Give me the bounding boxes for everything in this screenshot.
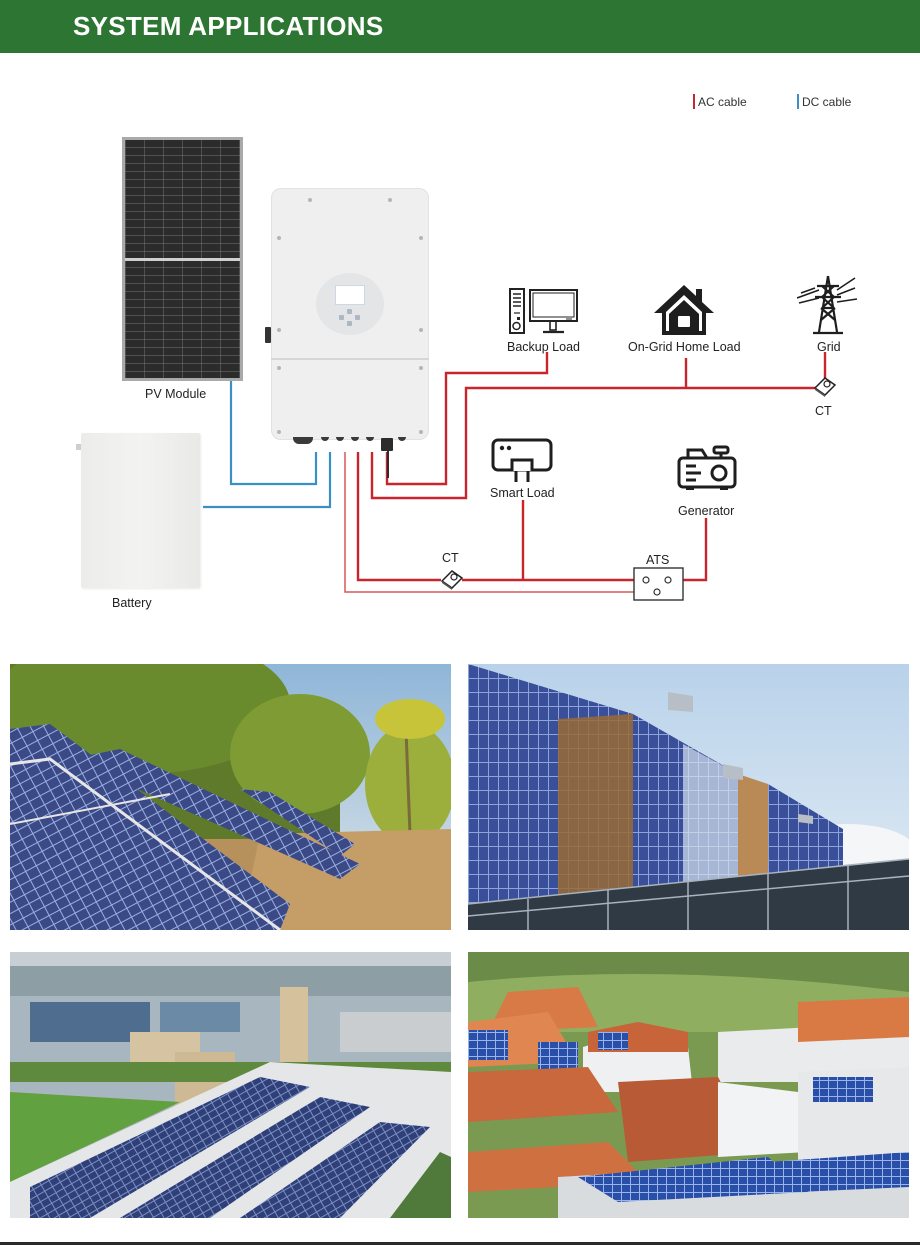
battery-label: Battery [112, 596, 152, 610]
grid-label: Grid [817, 340, 841, 354]
power-pylon-icon [797, 275, 858, 335]
pv-module-label: PV Module [145, 387, 207, 401]
current-transformer-icon [813, 377, 837, 397]
on-grid-home-load-label: On-Grid Home Load [628, 340, 741, 354]
ats-label: ATS [646, 553, 670, 567]
current-transformer-icon [440, 570, 464, 590]
ac-cable-thin [344, 452, 655, 593]
section-title: SYSTEM APPLICATIONS [73, 11, 384, 41]
photo-building-facade [468, 664, 909, 930]
ct-generator-label: CT [442, 551, 459, 565]
hybrid-inverter-icon [271, 188, 429, 440]
section-header: SYSTEM APPLICATIONS [0, 0, 920, 53]
smart-load-label: Smart Load [490, 486, 555, 500]
inverter-plug-icon [381, 438, 393, 451]
dc-cables [203, 381, 332, 509]
legend-dc-label: DC cable [802, 94, 852, 109]
ac-cable-swatch [693, 94, 695, 109]
wiring-diagram [203, 352, 827, 593]
photo-ground-mounted-array [10, 664, 451, 930]
solar-panel-icon [122, 137, 243, 381]
inverter-lcd-screen [335, 285, 365, 305]
generator-label: Generator [678, 504, 735, 518]
dc-cable-swatch [797, 94, 799, 109]
ct-grid-label: CT [815, 404, 832, 418]
house-icon [654, 285, 714, 335]
inverter-switch-icon [265, 327, 271, 343]
desktop-computer-icon [509, 288, 578, 334]
legend-ac: AC cable [693, 94, 747, 109]
battery-icon [81, 433, 200, 588]
ac-cables [356, 352, 827, 582]
generator-icon [677, 445, 737, 490]
legend-ac-label: AC cable [698, 94, 747, 109]
photo-industrial-rooftop [10, 952, 451, 1218]
bottom-divider [0, 1242, 920, 1245]
smart-plug-icon [491, 438, 553, 482]
legend-dc: DC cable [797, 94, 851, 109]
transfer-switch-icon [633, 567, 684, 601]
inverter-cable-gland [293, 437, 313, 444]
backup-load-label: Backup Load [507, 340, 580, 354]
photo-residential-rooftops [468, 952, 909, 1218]
